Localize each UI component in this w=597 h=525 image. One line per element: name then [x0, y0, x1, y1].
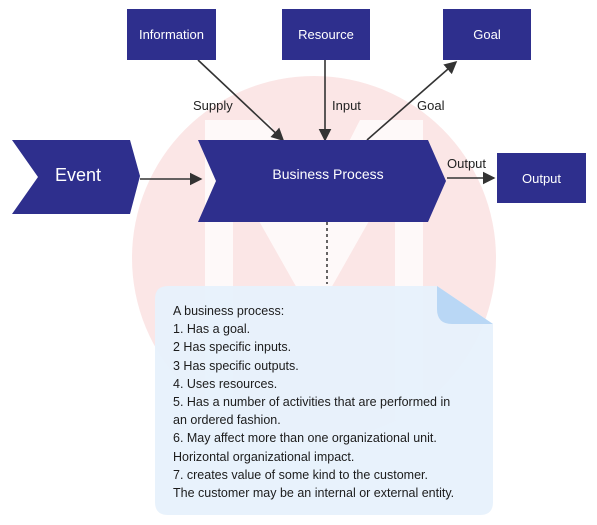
resource-box: Resource [282, 9, 370, 60]
output-box: Output [497, 153, 586, 203]
note-line: an ordered fashion. [173, 413, 281, 428]
business-process-label: Business Process [272, 166, 384, 182]
information-box: Information [127, 9, 216, 60]
input-label: Input [332, 98, 361, 113]
resource-box-label: Resource [298, 27, 354, 42]
note-line: 7. creates value of some kind to the cus… [173, 467, 428, 482]
goal-arrow [366, 60, 458, 141]
output-box-label: Output [521, 170, 562, 186]
note-line: 1. Has a goal. [173, 322, 251, 337]
goal-box-label: Goal [473, 27, 501, 42]
event-label: Event [54, 165, 102, 185]
output-edge-label: Output [447, 156, 487, 171]
note-line: 2 Has specific inputs. [173, 340, 292, 355]
note-line: Horizontal organizational impact. [173, 449, 355, 464]
goal-label: Goal [417, 98, 445, 113]
goal-box: Goal [443, 9, 531, 60]
note-line: 6. May affect more than one organization… [173, 431, 437, 446]
information-box-label: Information [138, 27, 205, 42]
supply-label: Supply [193, 98, 233, 113]
note-text: A business process: 1. Has a goal. 2 Has… [173, 302, 493, 502]
note-line: 4. Uses resources. [173, 376, 278, 391]
note-line: 3 Has specific outputs. [173, 358, 299, 373]
note-line: The customer may be an internal or exter… [173, 486, 455, 501]
note-line: 5. Has a number of activities that are p… [173, 395, 451, 410]
note-line: A business process: [173, 304, 285, 318]
supply-arrow [197, 59, 285, 142]
